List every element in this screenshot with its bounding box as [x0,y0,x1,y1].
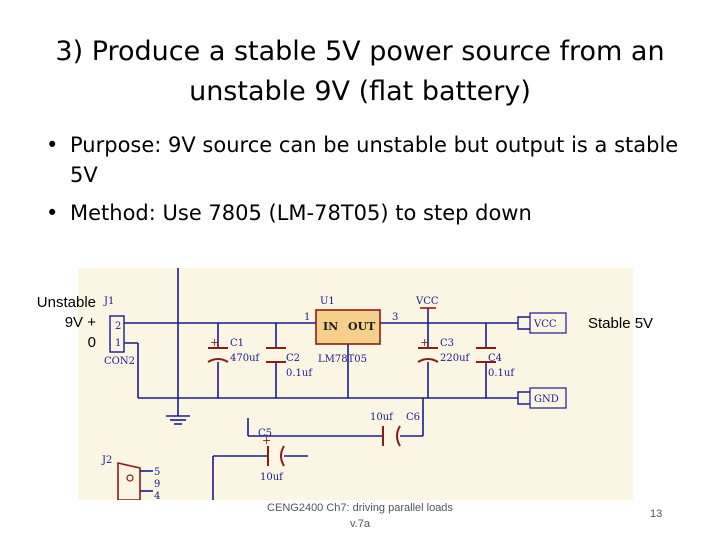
c6-label: C6 [406,412,420,423]
j1-body [109,315,125,353]
schematic-diagram: J1 2 1 CON2 U1 1 3 LM78T05 VCC VCC GND C… [78,268,633,500]
vcc-top-label: VCC [415,296,439,307]
unstable-source-note: Unstable 9V + 0 [20,293,96,353]
c6-plate-right [396,425,401,447]
bullet-text: Method: Use 7805 (LM-78T05) to step down [70,201,532,225]
bullet-list: • Purpose: 9V source can be unstable but… [46,130,686,236]
c3-label: C3 [440,338,454,349]
j2-connector [117,461,141,500]
note-line-unstable: Unstable [36,294,96,311]
vcc-port-label: VCC [533,319,557,330]
c3-plus: + [420,336,429,349]
stable-output-note: Stable 5V [588,315,654,332]
j1-connector [109,315,125,353]
c5-value: 10uf [260,472,284,483]
c3-value: 220uf [440,353,471,364]
c2-value: 0.1uf [286,368,313,379]
j2-pin-5: 5 [154,467,160,478]
c5-plate-right [280,445,285,467]
c3-plate-bottom [417,358,439,363]
title-line-1: 3) Produce a stable 5V power source from… [55,36,665,67]
c4-label: C4 [488,353,502,364]
footer-line-2: v.7a [350,518,370,530]
c5-label: C5 [258,428,272,439]
u1-in-label: IN [323,320,338,333]
page-number: 13 [650,508,663,520]
gnd-port-label: GND [534,394,559,405]
u1-pin3-label: 3 [392,312,398,323]
j2-pin-9: 9 [154,479,160,490]
u1-part-label: LM78T05 [318,354,367,365]
bullet-dot: • [46,201,59,225]
c1-label: C1 [230,338,244,349]
u1-pin1-label: 1 [304,312,310,323]
bullet-text: Purpose: 9V source can be unstable but o… [70,133,679,187]
j1-pin-2: 2 [115,321,121,332]
note-line-0: 0 [87,334,96,351]
u1-regulator-body [315,309,381,345]
c2-label: C2 [286,353,300,364]
slide-title: 3) Produce a stable 5V power source from… [20,32,700,112]
gnd-port-box [529,387,567,409]
con2-label: CON2 [104,356,135,367]
bullet-item-method: • Method: Use 7805 (LM-78T05) to step do… [46,198,686,228]
c5-plus: + [262,434,271,447]
footer-line-1: CENG2400 Ch7: driving parallel loads [267,502,453,514]
slide-footer: CENG2400 Ch7: driving parallel loads v.7… [250,500,470,532]
title-line-2: unstable 9V (flat battery) [189,76,531,107]
j2-label: J2 [101,455,112,466]
bullet-item-purpose: • Purpose: 9V source can be unstable but… [46,130,686,190]
c1-plus: + [210,336,219,349]
u1-out-label: OUT [348,320,376,333]
c6-value: 10uf [370,412,394,423]
c1-value: 470uf [230,353,261,364]
schematic-background [78,268,633,500]
j1-pin-1: 1 [115,338,121,349]
j2-pin-4: 4 [154,491,160,500]
c1-plate-bottom [207,358,229,363]
j2-body [117,461,141,500]
vcc-port-box [529,312,567,334]
note-line-9v: 9V + [64,314,96,331]
u1-label: U1 [320,296,335,307]
j2-pin-hole [126,474,134,482]
bullet-dot: • [46,133,59,157]
ground-icon [166,415,190,425]
c4-value: 0.1uf [488,368,515,379]
j1-label: J1 [103,296,114,307]
